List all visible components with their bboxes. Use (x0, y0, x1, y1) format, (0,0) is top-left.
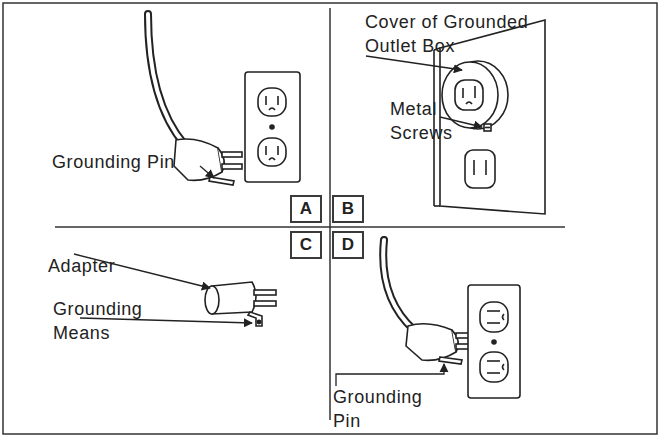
grounded-outlet-d-part (487, 372, 500, 374)
duplex-outlet-a (245, 72, 300, 182)
callout-label: Adapter (48, 254, 168, 278)
plug-cord-d-part (383, 240, 414, 330)
grounded-outlet-d-part (468, 285, 520, 398)
lower-outlet-b-part (485, 160, 487, 175)
outlet-cover-b-part (442, 62, 498, 128)
grounded-outlet-d-part (480, 352, 508, 382)
leader-line-a (200, 166, 214, 178)
duplex-outlet-a-part (277, 146, 279, 155)
frame-part (55, 226, 565, 228)
frame-part (3, 3, 657, 434)
adapter-plug-c-part (205, 286, 219, 314)
duplex-outlet-a-part (265, 96, 267, 105)
callout-label: Grounding Pin (333, 385, 433, 433)
three-prong-plug-a-part (209, 177, 234, 185)
callout-label: Grounding Means (53, 297, 163, 345)
leader-line-d (336, 364, 444, 386)
callout-label: Metal Screws (390, 97, 465, 145)
lower-outlet-b-part (473, 160, 475, 175)
duplex-outlet-a-part (269, 108, 275, 110)
duplex-outlet-a-part (265, 146, 267, 155)
plug-cord-a (148, 14, 185, 145)
grounded-outlet-d-part (503, 364, 505, 370)
lower-outlet-b-part (465, 150, 495, 188)
plug-cord-a-part (148, 14, 185, 145)
duplex-outlet-a-part (270, 125, 274, 129)
adapter-plug-c-part (254, 301, 276, 306)
adapter-plug-c-part (257, 320, 260, 323)
grounded-outlet-d (468, 285, 520, 398)
three-prong-plug-a-part (174, 139, 222, 180)
plug-cord-d (383, 240, 414, 330)
callout-label: Grounding Pin (52, 150, 212, 174)
panel-letter-box: B (332, 195, 364, 223)
leader-line-d-part (336, 364, 444, 386)
plug-cord-a-part (148, 14, 185, 145)
frame (3, 3, 657, 434)
grounded-outlet-d-part (503, 314, 505, 320)
three-prong-plug-d-part (406, 324, 456, 361)
lower-outlet-b (465, 150, 495, 188)
outlet-cover-b-part (484, 124, 491, 131)
panel-letter: D (342, 235, 354, 255)
three-prong-plug-a (174, 139, 242, 185)
panel-letter-box: C (290, 231, 322, 259)
three-prong-plug-a-part (222, 164, 242, 169)
grounded-outlet-d-part (487, 310, 500, 312)
grounded-outlet-d-part (480, 302, 508, 332)
panel-letter-box: A (290, 195, 322, 223)
duplex-outlet-a-part (245, 72, 300, 182)
leader-lines-b-part (366, 56, 462, 70)
leader-line-a-part (200, 166, 214, 178)
duplex-outlet-a-part (258, 88, 286, 116)
three-prong-plug-d-part (439, 357, 462, 364)
panel-letter: A (300, 199, 312, 219)
grounded-outlet-d-part (492, 340, 496, 344)
outlet-cover-b-part (474, 86, 476, 98)
frame-part (329, 8, 331, 420)
outlet-cover-b-part (466, 102, 472, 104)
outlet-cover-b-part (462, 88, 464, 98)
adapter-plug-c-part (254, 290, 276, 295)
adapter-plug-c-part (248, 312, 262, 326)
plug-cord-d-part (383, 240, 414, 330)
grounded-outlet-d-part (487, 360, 500, 362)
outlet-cover-b-part (455, 80, 483, 110)
duplex-outlet-a-part (269, 158, 275, 160)
outlet-cover-b-part (485, 127, 490, 129)
duplex-outlet-a-part (258, 138, 286, 166)
grounded-outlet-d-part (487, 322, 500, 324)
panel-letter-box: D (332, 231, 364, 259)
panel-letter: C (300, 235, 312, 255)
wall-plate-b-part (434, 205, 440, 207)
three-prong-plug-a-part (222, 152, 242, 157)
panel-letter: B (342, 199, 354, 219)
adapter-plug-c (205, 282, 276, 326)
duplex-outlet-a-part (277, 96, 279, 105)
callout-label: Cover of Grounded Outlet Box (365, 10, 570, 58)
wall-plate-b-part (440, 20, 545, 214)
